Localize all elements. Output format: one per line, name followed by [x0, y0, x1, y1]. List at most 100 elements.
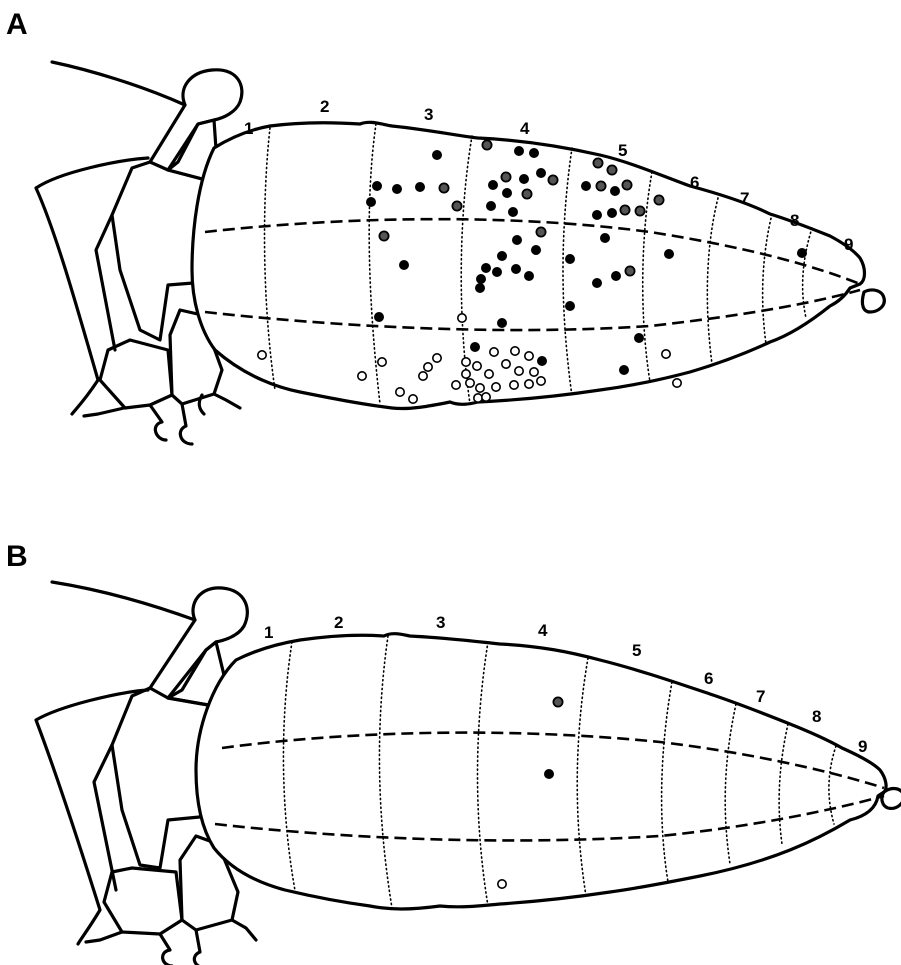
segment-number: 6 [690, 173, 699, 192]
filled-marker [415, 182, 425, 192]
filled-marker [592, 210, 602, 220]
segment-number: 8 [812, 707, 821, 726]
panel-label-a: A [6, 8, 28, 41]
segment-number: 5 [618, 141, 627, 160]
filled-marker [486, 201, 496, 211]
open-marker [462, 370, 470, 378]
half-filled-marker [654, 195, 663, 204]
filled-marker [497, 318, 507, 328]
half-filled-marker [482, 140, 491, 149]
abdomen-outline-b [196, 634, 886, 909]
filled-marker [512, 235, 522, 245]
open-marker [466, 379, 474, 387]
filled-marker [529, 148, 539, 158]
filled-marker [470, 342, 480, 352]
filled-marker [611, 271, 621, 281]
segment-number: 3 [424, 105, 433, 124]
open-marker [525, 380, 533, 388]
half-filled-marker [593, 158, 602, 167]
segment-number: 7 [756, 687, 765, 706]
open-marker [662, 350, 670, 358]
filled-marker [511, 264, 521, 274]
half-filled-marker [620, 205, 629, 214]
segment-number: 2 [334, 613, 343, 632]
open-marker [458, 314, 466, 322]
filled-marker [581, 181, 591, 191]
open-marker [462, 358, 470, 366]
filled-marker [536, 168, 546, 178]
filled-marker [664, 249, 674, 259]
filled-marker [366, 197, 376, 207]
filled-marker [544, 769, 554, 779]
filled-marker [514, 146, 524, 156]
open-marker [396, 388, 404, 396]
filled-marker [475, 283, 485, 293]
open-marker [492, 383, 500, 391]
half-filled-marker [522, 189, 531, 198]
filled-marker [600, 233, 610, 243]
tail-tip-a [862, 290, 884, 312]
filled-marker [619, 365, 629, 375]
half-filled-marker [501, 172, 510, 181]
panel-label-b: B [6, 540, 28, 573]
filled-marker [399, 260, 409, 270]
filled-marker [565, 254, 575, 264]
open-marker [419, 372, 427, 380]
filled-marker [537, 356, 547, 366]
segment-number: 8 [790, 211, 799, 230]
filled-marker [607, 208, 617, 218]
half-filled-marker [596, 181, 605, 190]
filled-marker [481, 263, 491, 273]
filled-marker [432, 150, 442, 160]
segment-number: 3 [436, 613, 445, 632]
segment-number: 9 [844, 235, 853, 254]
filled-marker [476, 274, 486, 284]
open-marker [673, 379, 681, 387]
panel-a: A [0, 0, 901, 470]
open-marker [490, 348, 498, 356]
filled-marker [492, 267, 502, 277]
segment-number: 5 [632, 641, 641, 660]
half-filled-marker [548, 175, 557, 184]
half-filled-marker [439, 183, 448, 192]
open-marker [498, 880, 506, 888]
filled-marker [372, 181, 382, 191]
open-marker [378, 358, 386, 366]
half-filled-marker [452, 201, 461, 210]
half-filled-marker [536, 227, 545, 236]
open-marker [258, 351, 266, 359]
open-marker [409, 395, 417, 403]
filled-marker [634, 333, 644, 343]
abdomen-diagram-b: B [0, 520, 901, 965]
filled-marker [497, 251, 507, 261]
open-marker [452, 381, 460, 389]
open-marker [424, 363, 432, 371]
filled-marker [531, 245, 541, 255]
filled-marker [488, 180, 498, 190]
half-filled-marker [635, 206, 644, 215]
segment-number: 9 [858, 737, 867, 756]
open-marker [525, 352, 533, 360]
open-marker [515, 367, 523, 375]
open-marker [530, 368, 538, 376]
segment-number: 6 [704, 669, 713, 688]
segment-number: 2 [320, 97, 329, 116]
filled-marker [797, 248, 807, 258]
open-marker [474, 394, 482, 402]
open-marker [473, 362, 481, 370]
open-marker [502, 360, 510, 368]
segment-number: 4 [520, 119, 530, 138]
half-filled-marker [379, 231, 388, 240]
panel-b: B [0, 520, 901, 965]
segment-number: 4 [538, 621, 548, 640]
open-marker [537, 377, 545, 385]
segment-number: 1 [264, 623, 273, 642]
filled-marker [610, 186, 620, 196]
open-marker [476, 384, 484, 392]
filled-marker [374, 312, 384, 322]
half-filled-marker [553, 697, 562, 706]
open-marker [511, 347, 519, 355]
open-marker [482, 393, 490, 401]
segment-number: 1 [244, 119, 253, 138]
filled-marker [508, 207, 518, 217]
